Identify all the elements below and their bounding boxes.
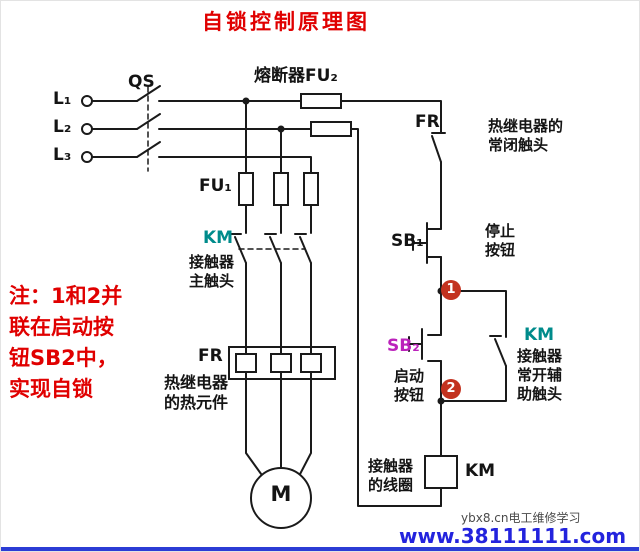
sb2-desc: 启动 按钮 bbox=[394, 367, 424, 405]
fr-heater bbox=[228, 346, 336, 380]
qs-switch bbox=[136, 85, 161, 172]
phase-l3-label: L₃ bbox=[53, 145, 72, 165]
km-main-desc: 接触器 主触头 bbox=[189, 253, 234, 291]
sb1-stop-button bbox=[412, 222, 442, 264]
phase-l2-label: L₂ bbox=[53, 117, 72, 137]
km-aux-desc-line: 助触头 bbox=[517, 385, 563, 403]
sb2-label: SB₂ bbox=[387, 336, 420, 356]
watermark-text: ybx8.cn电工维修学习 bbox=[461, 511, 581, 525]
sb1-desc-line: 按钮 bbox=[485, 241, 516, 259]
sb1-desc: 停止 按钮 bbox=[485, 222, 515, 260]
bottom-bar bbox=[1, 547, 639, 551]
fuse-fu1 bbox=[238, 172, 319, 206]
page-title: 自锁控制原理图 bbox=[202, 10, 370, 34]
watermark-url: www.38111111.com bbox=[399, 524, 627, 548]
sb1-desc-line: 停止 bbox=[485, 222, 516, 240]
note-line: 注：1和2并 bbox=[9, 284, 123, 308]
fr-heater-desc-line: 的热元件 bbox=[164, 393, 229, 412]
coil-desc-line: 接触器 bbox=[368, 457, 414, 475]
fr-contact-label: FR bbox=[415, 112, 440, 132]
km-main-desc-line: 接触器 bbox=[189, 253, 235, 271]
fr-heater-desc: 热继电器 的热元件 bbox=[164, 373, 228, 413]
node-2-badge: 2 bbox=[441, 379, 461, 399]
sb2-start-button bbox=[408, 328, 442, 362]
sb1-label: SB₁ bbox=[391, 231, 424, 251]
note-line: 钮SB2中， bbox=[9, 346, 118, 370]
motor-label: M bbox=[270, 482, 292, 506]
fuse-fu2 bbox=[300, 93, 352, 137]
sb2-desc-line: 按钮 bbox=[394, 386, 425, 404]
km-aux-label: KM bbox=[524, 325, 555, 345]
km-aux-desc-line: 接触器 bbox=[517, 347, 563, 365]
fr-contact-desc-line: 热继电器的 bbox=[488, 117, 564, 135]
km-coil bbox=[424, 455, 458, 489]
km-main-label: KM bbox=[203, 228, 234, 248]
fr-heater-label: FR bbox=[198, 346, 223, 366]
coil-desc-line: 的线圈 bbox=[368, 476, 414, 494]
qs-label: QS bbox=[128, 72, 155, 92]
fr-heater-desc-line: 热继电器 bbox=[164, 373, 229, 392]
fu1-label: FU₁ bbox=[199, 176, 232, 196]
note-text: 注：1和2并 联在启动按 钮SB2中， 实现自锁 bbox=[9, 281, 122, 405]
note-line: 实现自锁 bbox=[9, 377, 93, 401]
control-lines bbox=[440, 161, 507, 507]
power-terminals bbox=[81, 95, 93, 163]
km-aux-contact bbox=[489, 335, 507, 367]
km-aux-desc-line: 常开辅 bbox=[517, 366, 563, 384]
km-main-desc-line: 主触头 bbox=[189, 272, 235, 290]
fr-nc-contact bbox=[431, 132, 446, 163]
coil-km-label: KM bbox=[465, 461, 496, 481]
fu2-label: 熔断器FU₂ bbox=[254, 66, 338, 86]
phase-l1-label: L₁ bbox=[53, 89, 72, 109]
coil-desc: 接触器 的线圈 bbox=[368, 457, 413, 495]
phase-lines bbox=[91, 100, 442, 507]
fr-contact-desc-line: 常闭触头 bbox=[488, 136, 549, 154]
motor-symbol bbox=[250, 467, 312, 529]
km-aux-desc: 接触器 常开辅 助触头 bbox=[517, 347, 562, 404]
sb2-desc-line: 启动 bbox=[394, 367, 425, 385]
note-line: 联在启动按 bbox=[9, 315, 114, 339]
km-main-contacts bbox=[229, 233, 312, 264]
fr-contact-desc: 热继电器的 常闭触头 bbox=[488, 117, 563, 155]
node-1-badge: 1 bbox=[441, 280, 461, 300]
